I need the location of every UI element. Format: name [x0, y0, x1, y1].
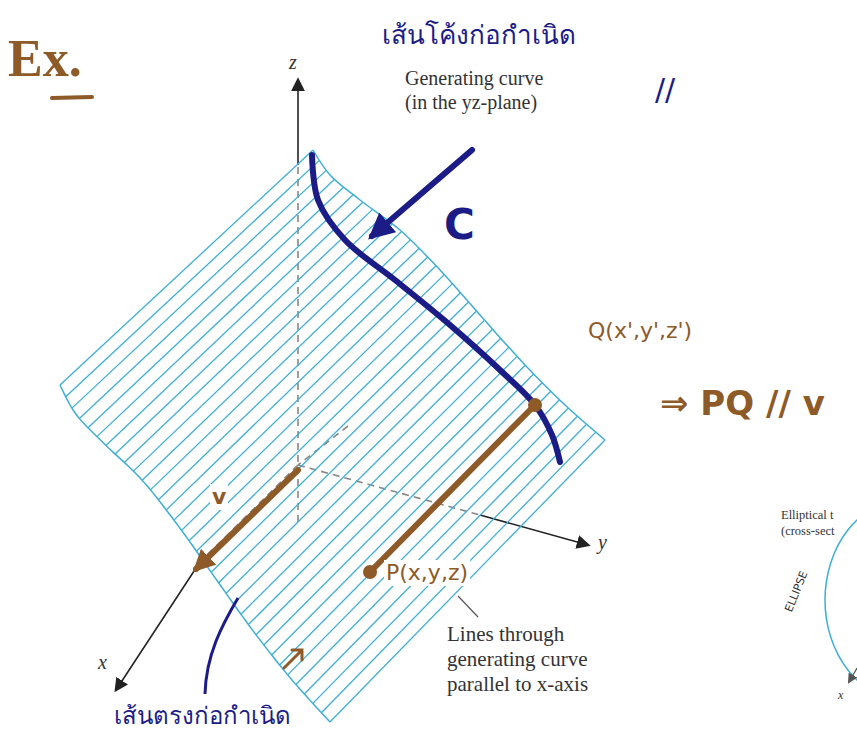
figure-label: Lines through generating curve parallel … — [445, 622, 634, 698]
point-label: Q(x',y',z') — [588, 318, 692, 344]
ruling-line — [158, 248, 419, 500]
ditto-mark: // — [655, 72, 675, 108]
point-label: P(x,y,z) — [384, 560, 470, 586]
hand-tick — [284, 650, 302, 668]
vector-arrow — [196, 470, 298, 569]
figure-label: Generating curve (in the yz-plane) — [405, 66, 570, 114]
axis-label: x — [838, 688, 843, 702]
underline — [52, 97, 92, 98]
ruling-line — [60, 150, 313, 385]
ruling-line — [241, 347, 509, 614]
annotation-thai: เส้นโค้งก่อกำเนิด — [382, 20, 576, 51]
ruling-line — [264, 374, 534, 645]
sheet-edge — [60, 385, 330, 722]
ruling-line — [248, 356, 517, 624]
ruling-line — [219, 320, 485, 583]
figure-label: (cross-sect — [781, 524, 834, 539]
segment-pq — [370, 405, 535, 572]
point-dot — [528, 398, 542, 412]
ruling-line — [211, 311, 476, 572]
axis-label: x — [98, 650, 107, 674]
vector-label: v — [210, 484, 228, 510]
point-dot — [363, 565, 377, 579]
ruling-line — [233, 338, 500, 603]
axis-label: z — [289, 50, 297, 74]
ruling-line — [272, 383, 542, 655]
axis-label: y — [598, 530, 607, 554]
relation-note: ⇒ PQ // v — [660, 383, 825, 424]
axis-line — [480, 515, 588, 545]
axis-line — [849, 668, 857, 682]
ruling-line — [196, 293, 460, 552]
ruling-line — [189, 284, 452, 541]
curve-name: ELLIPSE — [782, 569, 810, 614]
leader-line — [458, 596, 478, 617]
axis-line — [297, 80, 299, 165]
curve-name: C — [442, 200, 477, 250]
axis-line — [116, 562, 200, 690]
ruling-line — [226, 329, 493, 593]
annotation-thai: เส้นตรงก่อกำเนิด — [112, 702, 293, 731]
example-heading: Ex. — [8, 28, 82, 90]
ruling-line — [174, 266, 436, 520]
ruling-line — [256, 365, 525, 635]
leader-line — [205, 598, 238, 694]
figure-label: Elliptical t — [781, 508, 833, 523]
ruling-line — [182, 275, 445, 531]
